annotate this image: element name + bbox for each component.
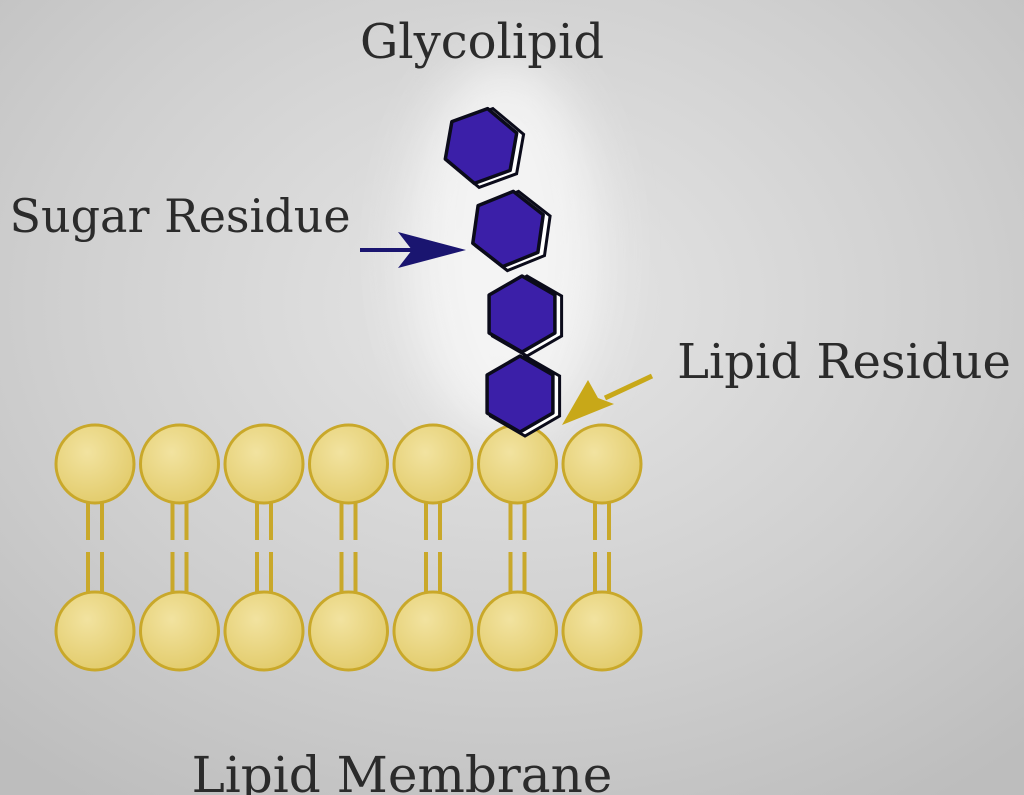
lipid-arrow [562,373,654,425]
lipid-head-top [392,423,474,505]
lipid-head-top [561,423,643,505]
lipid-head-top [308,423,389,505]
lipid-head-bottom [392,590,474,672]
membrane-label: Lipid Membrane [192,746,613,795]
sugar-residue-label: Sugar Residue [9,189,350,243]
lipid-tail [170,501,189,594]
lipid-residue-label: Lipid Residue [677,334,1011,390]
lipid-head-bottom [139,590,220,672]
lipid-head-bottom [561,590,643,672]
lipid-head-bottom [223,590,305,672]
lipid-tail [593,501,611,594]
sugar-arrow [360,232,466,268]
lipid-head-top [54,423,136,505]
sugar-residue [485,354,562,438]
sugar-residue [471,189,552,273]
lipid-tail [339,501,358,594]
lipid-bilayer [54,423,643,672]
lipid-head-top [139,423,220,505]
sugar-chain [443,106,564,438]
lipid-head-bottom [54,590,136,672]
sugar-residue [443,106,526,190]
lipid-head-top [477,423,558,505]
lipid-tail [508,501,527,594]
lipid-tail [86,501,104,594]
lipid-head-bottom [308,590,389,672]
lipid-head-bottom [477,590,558,672]
lipid-tail [424,501,442,594]
lipid-tail [255,501,273,594]
diagram-title: Glycolipid [360,14,604,70]
lipid-head-top [223,423,305,505]
